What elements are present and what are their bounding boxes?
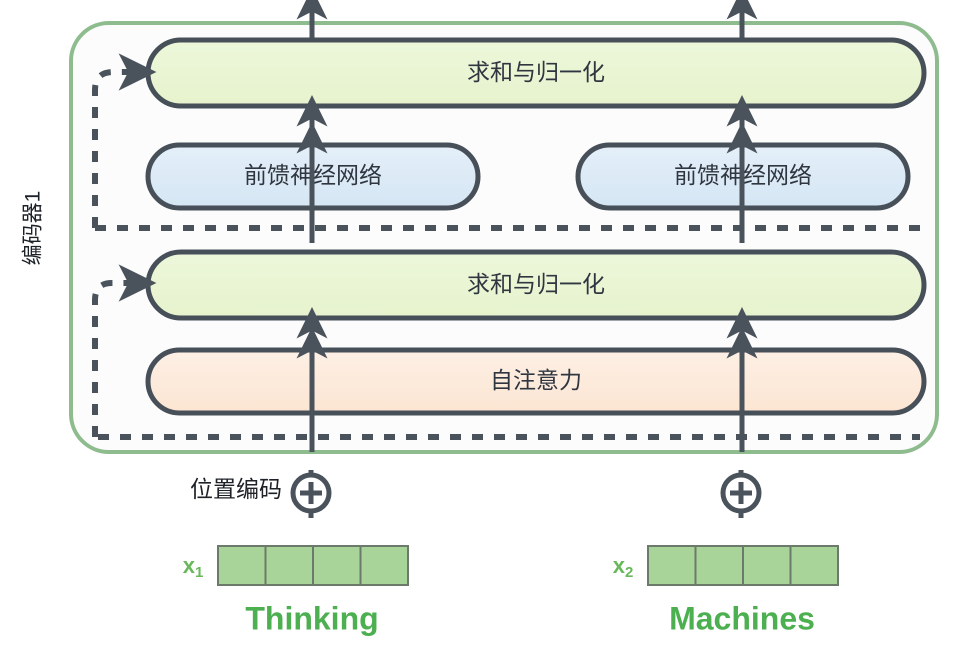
embedding-vector-1-cell [312,545,362,586]
embedding-vector-2: x2 [613,545,839,586]
encoder-side-label: 编码器1 [22,191,45,266]
embedding-vector-1-symbol: x [183,553,196,578]
embedding-vector-2-symbol: x [613,553,626,578]
embedding-vector-1-cell [217,545,267,586]
block-addnorm-bottom[interactable]: 求和与归一化 [145,249,927,321]
self-attention-label: 自注意力 [490,367,582,393]
embedding-vector-2-cell [694,545,744,586]
embedding-vector-1-label: x1 [183,553,204,581]
embedding-vector-2-cell [789,545,839,586]
positional-encoding-adder-left[interactable] [290,470,332,518]
block-self-attention[interactable]: 自注意力 [145,347,927,416]
encoder-container-border [69,21,939,454]
embedding-vector-1-cell [264,545,314,586]
token-label-1: Thinking [245,600,378,636]
addnorm-bottom-label: 求和与归一化 [467,271,605,297]
positional-encoding-label: 位置编码 [190,476,282,502]
embedding-vector-1-cell [359,545,409,586]
embedding-vector-1: x1 [183,545,409,586]
embedding-vector-2-cell [742,545,792,586]
encoder-container [69,21,939,454]
self-attention-box[interactable] [145,347,927,416]
block-addnorm-top[interactable]: 求和与归一化 [145,37,927,109]
encoder-side-label-text: 编码器1 [22,191,45,266]
token-label-2: Machines [669,600,815,636]
embedding-vector-2-label: x2 [613,553,634,581]
addnorm-top-label: 求和与归一化 [467,59,605,85]
embedding-vector-2-subscript: 2 [625,564,633,581]
positional-encoding-adder-right[interactable] [720,470,762,518]
residual-connection-upper [92,53,157,228]
embedding-vector-2-cell [647,545,697,586]
embedding-vector-1-subscript: 1 [195,564,203,581]
residual-connection-lower [92,264,157,437]
